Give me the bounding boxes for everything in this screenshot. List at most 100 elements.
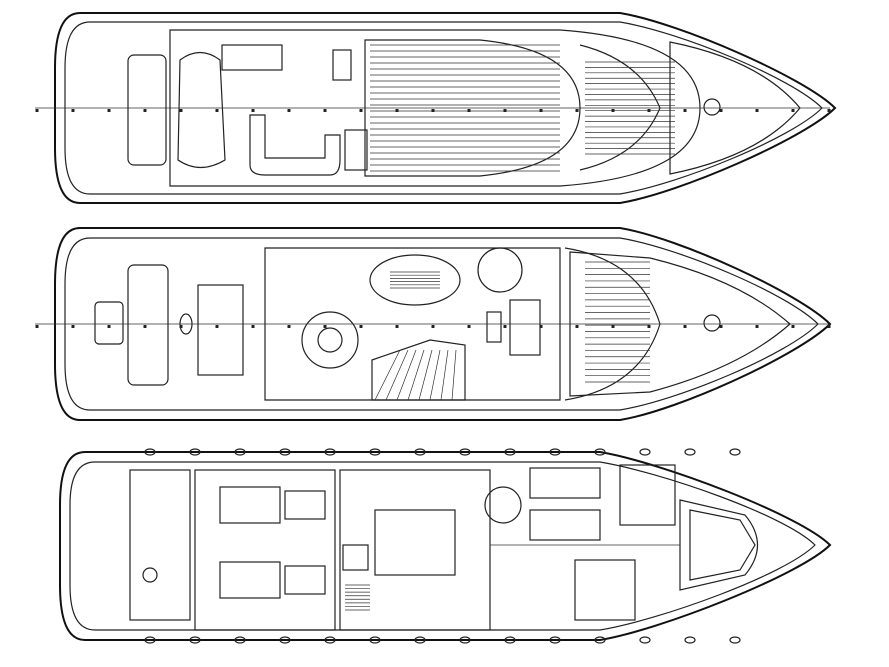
station-tick [719, 109, 723, 112]
porthole [414, 448, 426, 456]
station-tick [719, 325, 723, 328]
u-settee [249, 114, 341, 176]
station-tick [467, 109, 471, 112]
station-tick [503, 109, 507, 112]
porthole [189, 448, 201, 456]
tender [177, 51, 226, 169]
station-tick [467, 325, 471, 328]
station-tick [791, 325, 795, 328]
seat [332, 49, 352, 81]
station-tick [539, 109, 543, 112]
stairs [221, 44, 283, 71]
porthole [594, 636, 606, 644]
station-tick [611, 109, 615, 112]
porthole [684, 636, 696, 644]
station-tick [71, 109, 75, 112]
station-tick [179, 325, 183, 328]
station-tick [215, 109, 219, 112]
stern-sunpad [127, 54, 167, 166]
station-tick [431, 325, 435, 328]
station-tick [395, 109, 399, 112]
station-tick [683, 325, 687, 328]
station-tick [215, 325, 219, 328]
engine [219, 486, 281, 524]
engine [219, 561, 281, 599]
vip-head [619, 464, 676, 526]
porthole [639, 636, 651, 644]
porthole [549, 636, 561, 644]
station-tick [755, 325, 759, 328]
station-tick [647, 325, 651, 328]
spiral-stairs [477, 247, 523, 293]
porthole [324, 448, 336, 456]
station-tick [35, 325, 39, 328]
station-tick [431, 109, 435, 112]
deck-edge [64, 21, 823, 195]
porthole [369, 448, 381, 456]
crew-area [129, 469, 191, 621]
porthole [459, 448, 471, 456]
station-tick [827, 109, 831, 112]
inner-hull [69, 461, 816, 631]
hull-outline [54, 227, 832, 421]
coffee-table [317, 327, 343, 353]
porthole [504, 636, 516, 644]
master-cabin [339, 469, 491, 631]
spiral-stairs [484, 486, 522, 524]
aft-sofa [127, 264, 169, 386]
helm-console [509, 299, 541, 356]
station-tick [611, 325, 615, 328]
porthole [684, 448, 696, 456]
station-tick [683, 109, 687, 112]
station-tick [71, 325, 75, 328]
station-tick [539, 325, 543, 328]
master-bed [374, 509, 456, 576]
porthole [459, 636, 471, 644]
helm-seat [486, 311, 502, 343]
guest-head [574, 559, 636, 621]
station-tick [323, 109, 327, 112]
dining-table [369, 254, 461, 306]
station-tick [287, 325, 291, 328]
station-tick [251, 325, 255, 328]
station-tick [503, 325, 507, 328]
station-tick [359, 325, 363, 328]
porthole [189, 636, 201, 644]
porthole [729, 448, 741, 456]
generator [284, 565, 326, 595]
galley-hatch [407, 349, 425, 401]
station-tick [107, 325, 111, 328]
station-tick [395, 325, 399, 328]
porthole [144, 448, 156, 456]
station-tick [287, 109, 291, 112]
porthole [234, 448, 246, 456]
galley-hatch [374, 349, 401, 401]
station-tick [359, 109, 363, 112]
galley-hatch [429, 349, 441, 401]
hull-outline [59, 451, 832, 641]
porthole [144, 636, 156, 644]
seat [344, 129, 368, 171]
station-tick [755, 109, 759, 112]
hatch [703, 314, 721, 332]
porthole [279, 636, 291, 644]
station-tick [107, 109, 111, 112]
aft-table [197, 284, 244, 376]
station-tick [143, 325, 147, 328]
porthole [369, 636, 381, 644]
galley-hatch [440, 349, 449, 401]
porthole [549, 448, 561, 456]
deck-edge [64, 237, 819, 411]
station-tick [647, 109, 651, 112]
twin-berth [529, 467, 601, 499]
v-berth [689, 509, 756, 581]
porthole [729, 636, 741, 644]
porthole [414, 636, 426, 644]
station-tick [143, 109, 147, 112]
galley-hatch [418, 349, 433, 401]
station-tick [323, 325, 327, 328]
station-tick [791, 109, 795, 112]
crew-head [142, 567, 158, 583]
wardrobe [342, 544, 369, 571]
